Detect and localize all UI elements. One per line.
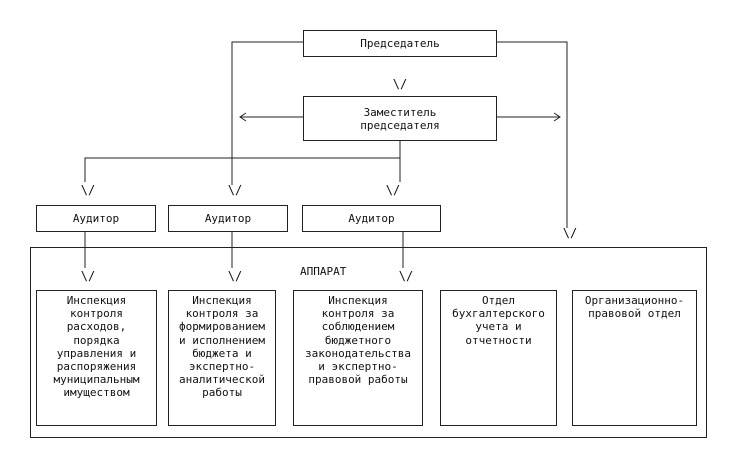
auditor-box-1: Аудитор bbox=[36, 205, 156, 232]
department-label-2: Инспекция контроля за формированием и ис… bbox=[178, 294, 266, 400]
deputy-label: Заместитель председателя bbox=[360, 105, 440, 132]
arrow-to-apparatus: \/ bbox=[562, 226, 578, 240]
auditor-box-2: Аудитор bbox=[168, 205, 288, 232]
chairman-label: Председатель bbox=[360, 37, 440, 50]
arrow-to-inspection-3: \/ bbox=[398, 269, 414, 283]
department-label-3: Инспекция контроля за соблюдением бюджет… bbox=[305, 294, 411, 387]
apparatus-frame bbox=[30, 247, 707, 438]
department-box-5: Организационно- правовой отдел bbox=[572, 290, 697, 426]
auditor-label-2: Аудитор bbox=[204, 212, 252, 225]
department-label-5: Организационно- правовой отдел bbox=[584, 294, 685, 321]
deputy-left-arrowhead bbox=[239, 112, 247, 122]
chairman-box: Председатель bbox=[303, 30, 497, 57]
chairman-right-connector bbox=[497, 41, 568, 228]
department-label-1: Инспекция контроля расходов, порядка упр… bbox=[53, 294, 140, 400]
department-box-2: Инспекция контроля за формированием и ис… bbox=[168, 290, 276, 426]
auditor-label-1: Аудитор bbox=[72, 212, 120, 225]
deputy-right-arrowhead bbox=[553, 112, 561, 122]
auditor-label-3: Аудитор bbox=[348, 212, 395, 225]
arrow-to-auditor-1: \/ bbox=[80, 183, 96, 197]
chairman-left-connector bbox=[231, 41, 303, 185]
department-box-1: Инспекция контроля расходов, порядка упр… bbox=[36, 290, 157, 426]
arrow-chairman-to-deputy: \/ bbox=[392, 77, 408, 91]
auditor-box-3: Аудитор bbox=[302, 205, 441, 232]
auditor-branch-connector bbox=[84, 157, 401, 182]
arrow-to-inspection-2: \/ bbox=[227, 269, 243, 283]
department-box-3: Инспекция контроля за соблюдением бюджет… bbox=[293, 290, 423, 426]
arrow-to-auditor-3: \/ bbox=[385, 183, 401, 197]
arrow-to-auditor-2: \/ bbox=[227, 183, 243, 197]
deputy-box: Заместитель председателя bbox=[303, 96, 497, 141]
department-label-4: Отдел бухгалтерского учета и отчетности bbox=[452, 294, 545, 347]
arrow-to-inspection-1: \/ bbox=[80, 269, 96, 283]
department-box-4: Отдел бухгалтерского учета и отчетности bbox=[440, 290, 557, 426]
apparatus-label: АППАРАТ bbox=[300, 265, 347, 278]
